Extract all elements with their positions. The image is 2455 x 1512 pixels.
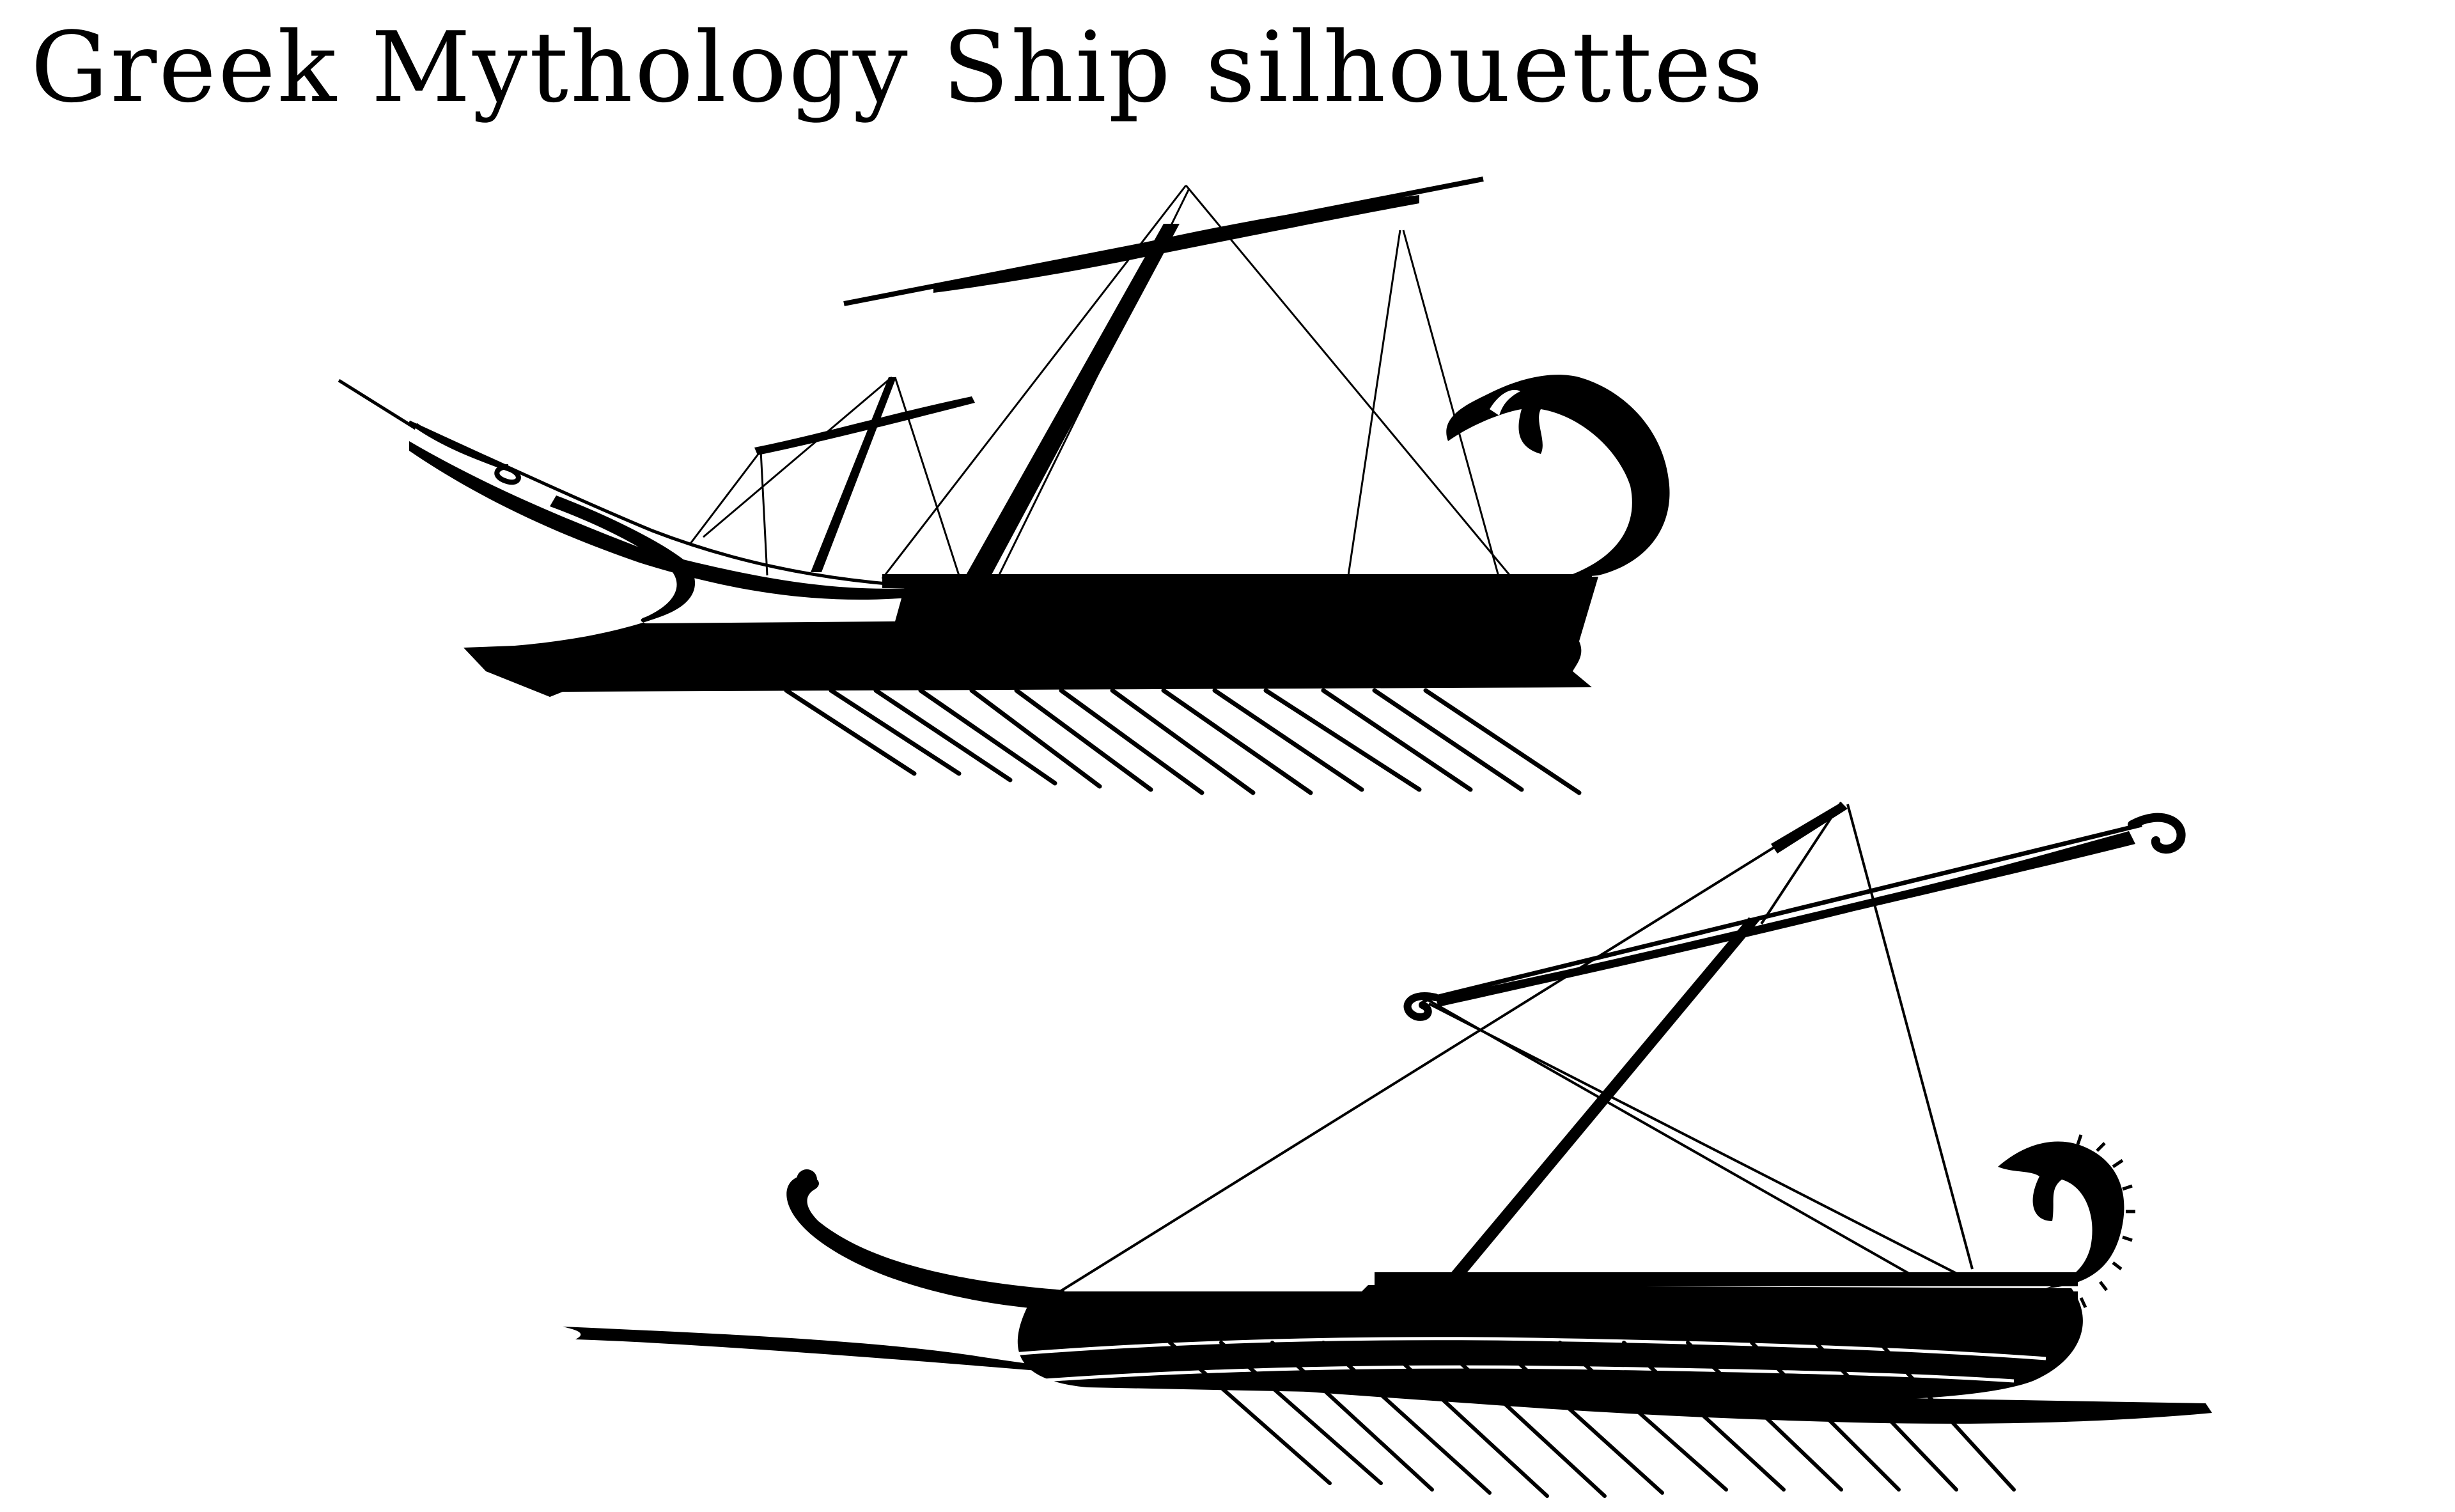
lower-stern-knob <box>797 1169 817 1190</box>
upper-bow-ornament <box>414 423 521 485</box>
upper-fore-mast <box>811 377 896 572</box>
lower-mast-top <box>1771 802 1848 853</box>
lower-main-sail <box>1435 831 2135 1007</box>
lower-gunwale <box>1055 1291 2078 1309</box>
lower-deck-beam <box>1375 1272 2078 1286</box>
lower-main-mast <box>1435 917 1759 1291</box>
page-title: Greek Mythology Ship silhouettes <box>31 11 1765 124</box>
upper-main-mast <box>962 224 1180 582</box>
upper-ram <box>464 648 563 697</box>
lower-oars <box>1168 1341 2016 1498</box>
upper-hull <box>464 495 1598 697</box>
lower-yard-curl-left <box>1403 992 1439 1021</box>
ship-silhouette-lower <box>563 801 2212 1498</box>
upper-deck-beam <box>882 574 1592 588</box>
upper-rigging <box>689 185 1516 614</box>
lower-rigging <box>1054 801 1974 1296</box>
lower-hull-planks <box>997 1337 2046 1383</box>
lower-bow-prow <box>1998 1141 2124 1288</box>
lower-main-yard <box>1422 822 2142 1003</box>
upper-rail <box>927 598 1566 604</box>
lower-yard-curl-right <box>2128 813 2186 854</box>
lower-bow-spikes <box>2057 1134 2135 1318</box>
upper-stern-spiral <box>1490 389 1520 416</box>
upper-oars <box>784 688 1582 795</box>
upper-fore-yard <box>754 396 975 455</box>
upper-bow-prow <box>409 441 908 600</box>
ship-silhouette-upper <box>338 176 1670 795</box>
upper-stern-curl <box>1446 375 1670 579</box>
lower-stern-curl <box>786 1176 1064 1311</box>
upper-main-sail <box>933 195 1419 293</box>
upper-bow-spar <box>338 378 902 587</box>
